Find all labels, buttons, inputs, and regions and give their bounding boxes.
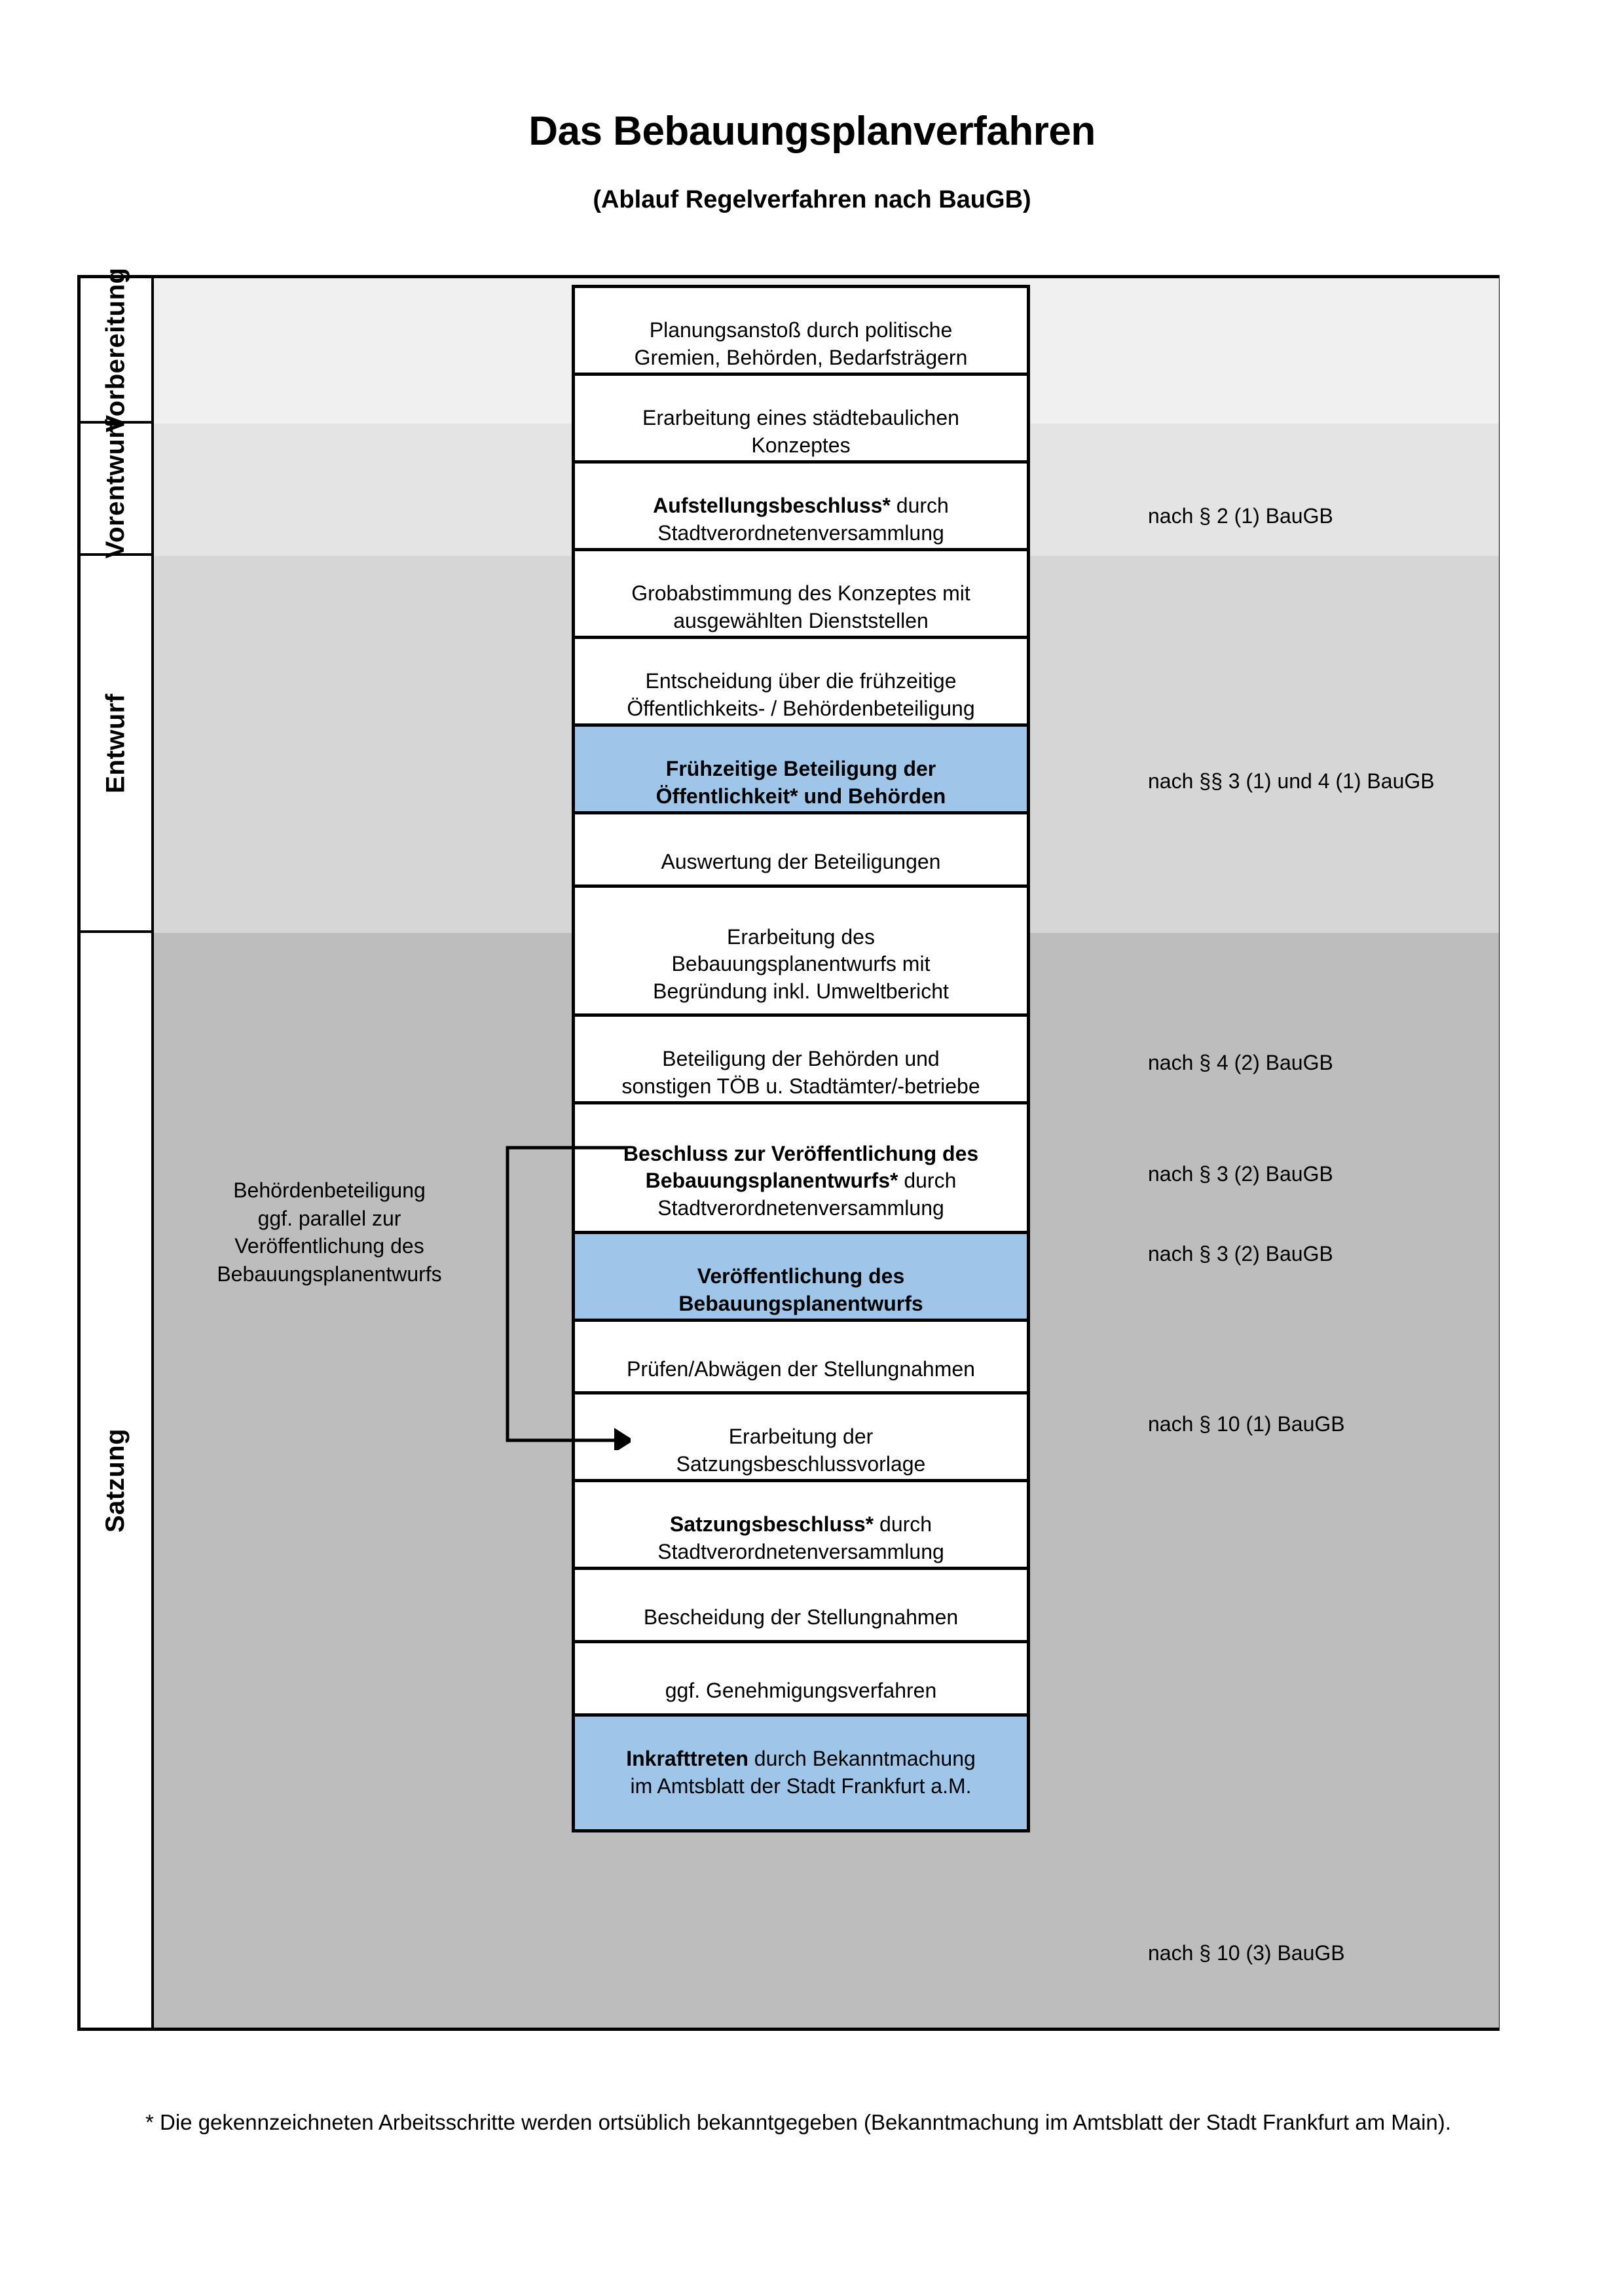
- legal-reference-ref-par4-2: nach § 4 (2) BauGB: [1148, 1051, 1333, 1074]
- parallel-process-connector: [506, 1146, 631, 1450]
- process-box-line: Stadtverordnetenversammlung: [657, 1540, 944, 1563]
- process-box-line: Erarbeitung des: [727, 924, 875, 949]
- process-box-line: Frühzeitige Beteiligung der: [665, 757, 936, 781]
- legal-reference-ref-par10-3: nach § 10 (3) BauGB: [1148, 1941, 1345, 1965]
- side-annotation-line: Behördenbeteiligung: [233, 1178, 426, 1202]
- side-annotation-line: Bebauungsplanentwurfs: [217, 1262, 442, 1286]
- process-box-line: ggf. Genehmigungsverfahren: [665, 1678, 937, 1702]
- side-annotation-line: Veröffentlichung des: [234, 1234, 424, 1258]
- section-label-text: Vorentwurf: [101, 418, 130, 558]
- process-box-line: Inkrafttreten durch Bekanntmachung: [626, 1747, 976, 1771]
- process-box-line: im Amtsblatt der Stadt Frankfurt a.M.: [630, 1774, 972, 1798]
- process-box-line: Planungsanstoß durch politische: [649, 318, 953, 342]
- section-label-text: Satzung: [101, 1428, 130, 1533]
- process-box-line: Stadtverordnetenversammlung: [657, 521, 944, 545]
- title-block: Das Bebauungsplanverfahren (Ablauf Regel…: [0, 108, 1624, 214]
- legal-reference-ref-par3-1-4-1: nach §§ 3 (1) und 4 (1) BauGB: [1148, 769, 1435, 793]
- process-box-line: ausgewählten Dienststellen: [673, 609, 929, 632]
- legal-reference-ref-par3-2-b: nach § 3 (2) BauGB: [1148, 1242, 1333, 1266]
- process-box-line: sonstigen TÖB u. Stadtämter/-betriebe: [621, 1074, 980, 1098]
- process-box-line: Begründung inkl. Umweltbericht: [653, 979, 949, 1003]
- section-label-vorentwurf: Vorentwurf: [81, 418, 151, 558]
- section-label-vorbereitung: Vorbereitung: [81, 267, 151, 432]
- section-label-text: Entwurf: [101, 693, 130, 793]
- section-label-entwurf: Entwurf: [81, 556, 151, 933]
- process-box-line: Auswertung der Beteiligungen: [661, 849, 941, 873]
- page-subtitle: (Ablauf Regelverfahren nach BauGB): [593, 186, 1031, 213]
- legal-reference-ref-par2-1: nach § 2 (1) BauGB: [1148, 504, 1333, 528]
- legal-reference-ref-par3-2-a: nach § 3 (2) BauGB: [1148, 1162, 1333, 1186]
- process-box-line: Bebauungsplanentwurfs* durch: [645, 1169, 957, 1193]
- process-box-line: Öffentlichkeit* und Behörden: [655, 784, 946, 808]
- process-box-line: Beschluss zur Veröffentlichung des: [623, 1141, 979, 1165]
- process-box-line: Öffentlichkeits- / Behördenbeteiligung: [627, 697, 975, 720]
- process-box-line: Satzungsbeschlussvorlage: [676, 1452, 926, 1476]
- process-box-line: Bebauungsplanentwurfs mit: [671, 952, 931, 976]
- process-box-line: Grobabstimmung des Konzeptes mit: [631, 581, 970, 606]
- process-box-line: Erarbeitung eines städtebaulichen: [642, 406, 959, 430]
- legal-reference-ref-par10-1: nach § 10 (1) BauGB: [1148, 1412, 1345, 1436]
- process-box-inkrafttreten[interactable]: Inkrafttreten durch Bekanntmachung im Amt…: [572, 1713, 1030, 1832]
- process-box-line: Stadtverordnetenversammlung: [657, 1195, 944, 1220]
- section-label-text: Vorbereitung: [101, 267, 130, 432]
- process-box-line: Bebauungsplanentwurfs: [678, 1292, 923, 1315]
- process-box-line: Konzeptes: [751, 433, 851, 457]
- process-box-line: Veröffentlichung des: [697, 1264, 905, 1288]
- process-box-line: Entscheidung über die frühzeitige: [645, 669, 957, 693]
- page-title: Das Bebauungsplanverfahren: [528, 109, 1096, 154]
- process-box-line: Aufstellungsbeschluss* durch: [653, 494, 949, 518]
- process-box-line: Beteiligung der Behörden und: [662, 1047, 940, 1071]
- process-box-line: Erarbeitung der: [728, 1425, 874, 1449]
- process-box-line: Satzungsbeschluss* durch: [669, 1512, 932, 1537]
- section-label-satzung: Satzung: [81, 933, 151, 2028]
- process-box-line: Bescheidung der Stellungnahmen: [643, 1605, 959, 1629]
- footnote: * Die gekennzeichneten Arbeitsschritte w…: [145, 2110, 1451, 2134]
- side-annotation-line: ggf. parallel zur: [257, 1206, 401, 1230]
- process-box-line: Gremien, Behörden, Bedarfsträgern: [634, 346, 968, 369]
- process-box-line: Prüfen/Abwägen der Stellungnahmen: [627, 1357, 975, 1381]
